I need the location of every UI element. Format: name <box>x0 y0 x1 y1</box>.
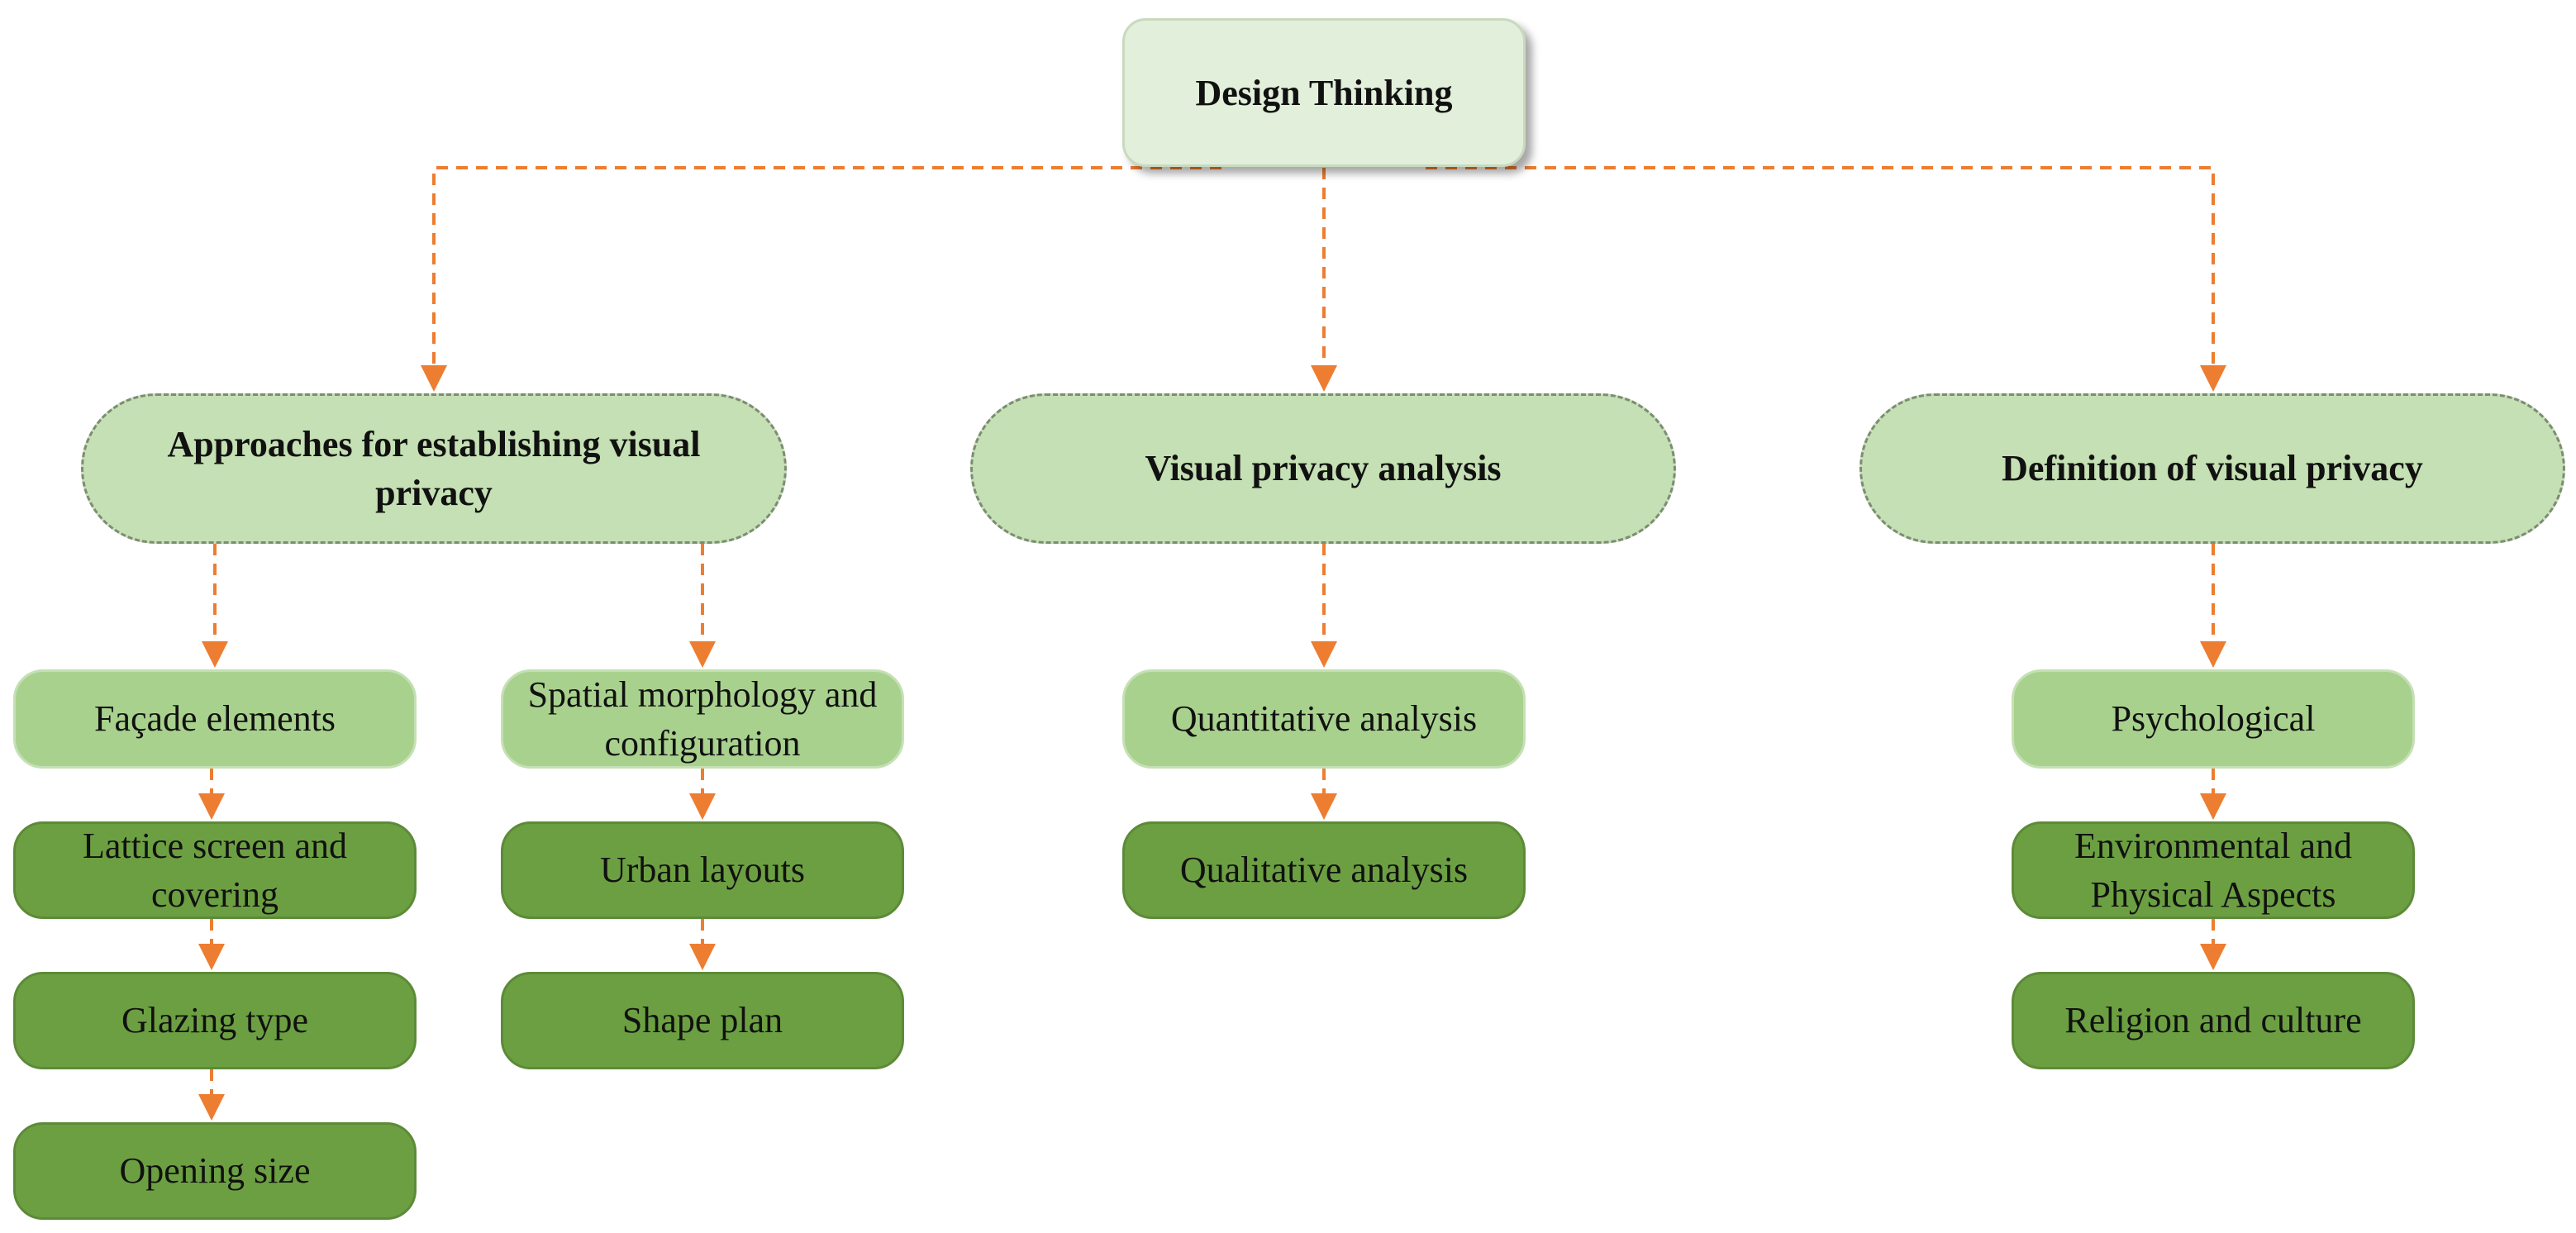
connector-root-to-approaches <box>421 166 1221 392</box>
category-node-definition: Definition of visual privacy <box>1859 393 2565 544</box>
subcategory-label: Spatial morphology and configuration <box>527 674 878 764</box>
leaf-node-religion-culture: Religion and culture <box>2012 972 2415 1069</box>
category-label: Definition of visual privacy <box>2002 448 2423 489</box>
leaf-node-urban-layouts: Urban layouts <box>501 821 904 919</box>
leaf-node-environmental-physical: Environmental and Physical Aspects <box>2012 821 2415 919</box>
category-label: Visual privacy analysis <box>1145 448 1502 489</box>
subcategory-node-spatial-morphology: Spatial morphology and configuration <box>501 669 904 769</box>
leaf-label: Opening size <box>119 1150 311 1192</box>
category-label: Approaches for establishing visual priva… <box>167 423 701 513</box>
leaf-label: Environmental and Physical Aspects <box>2074 825 2352 915</box>
subcategory-node-facade-elements: Façade elements <box>13 669 417 769</box>
subcategory-node-psychological: Psychological <box>2012 669 2415 769</box>
leaf-node-lattice-screen: Lattice screen and covering <box>13 821 417 919</box>
leaf-node-shape-plan: Shape plan <box>501 972 904 1069</box>
leaf-label: Religion and culture <box>2064 1000 2362 1041</box>
leaf-label: Shape plan <box>621 1000 783 1041</box>
leaf-label: Urban layouts <box>599 850 806 891</box>
root-label: Design Thinking <box>1195 72 1453 113</box>
leaf-node-glazing-type: Glazing type <box>13 972 417 1069</box>
leaf-label: Glazing type <box>121 1000 309 1041</box>
leaf-node-qualitative-analysis: Qualitative analysis <box>1122 821 1526 919</box>
connector-root-to-definition <box>1426 166 2226 392</box>
category-node-approaches: Approaches for establishing visual priva… <box>81 393 787 544</box>
leaf-node-opening-size: Opening size <box>13 1122 417 1220</box>
root-node-design-thinking: Design Thinking <box>1122 18 1526 167</box>
subcategory-node-quantitative-analysis: Quantitative analysis <box>1122 669 1526 769</box>
subcategory-label: Quantitative analysis <box>1170 698 1478 740</box>
leaf-label: Qualitative analysis <box>1179 850 1469 891</box>
leaf-label: Lattice screen and covering <box>82 825 348 915</box>
subcategory-label: Façade elements <box>94 698 336 740</box>
category-node-visual-privacy-analysis: Visual privacy analysis <box>970 393 1676 544</box>
subcategory-label: Psychological <box>2111 698 2316 740</box>
